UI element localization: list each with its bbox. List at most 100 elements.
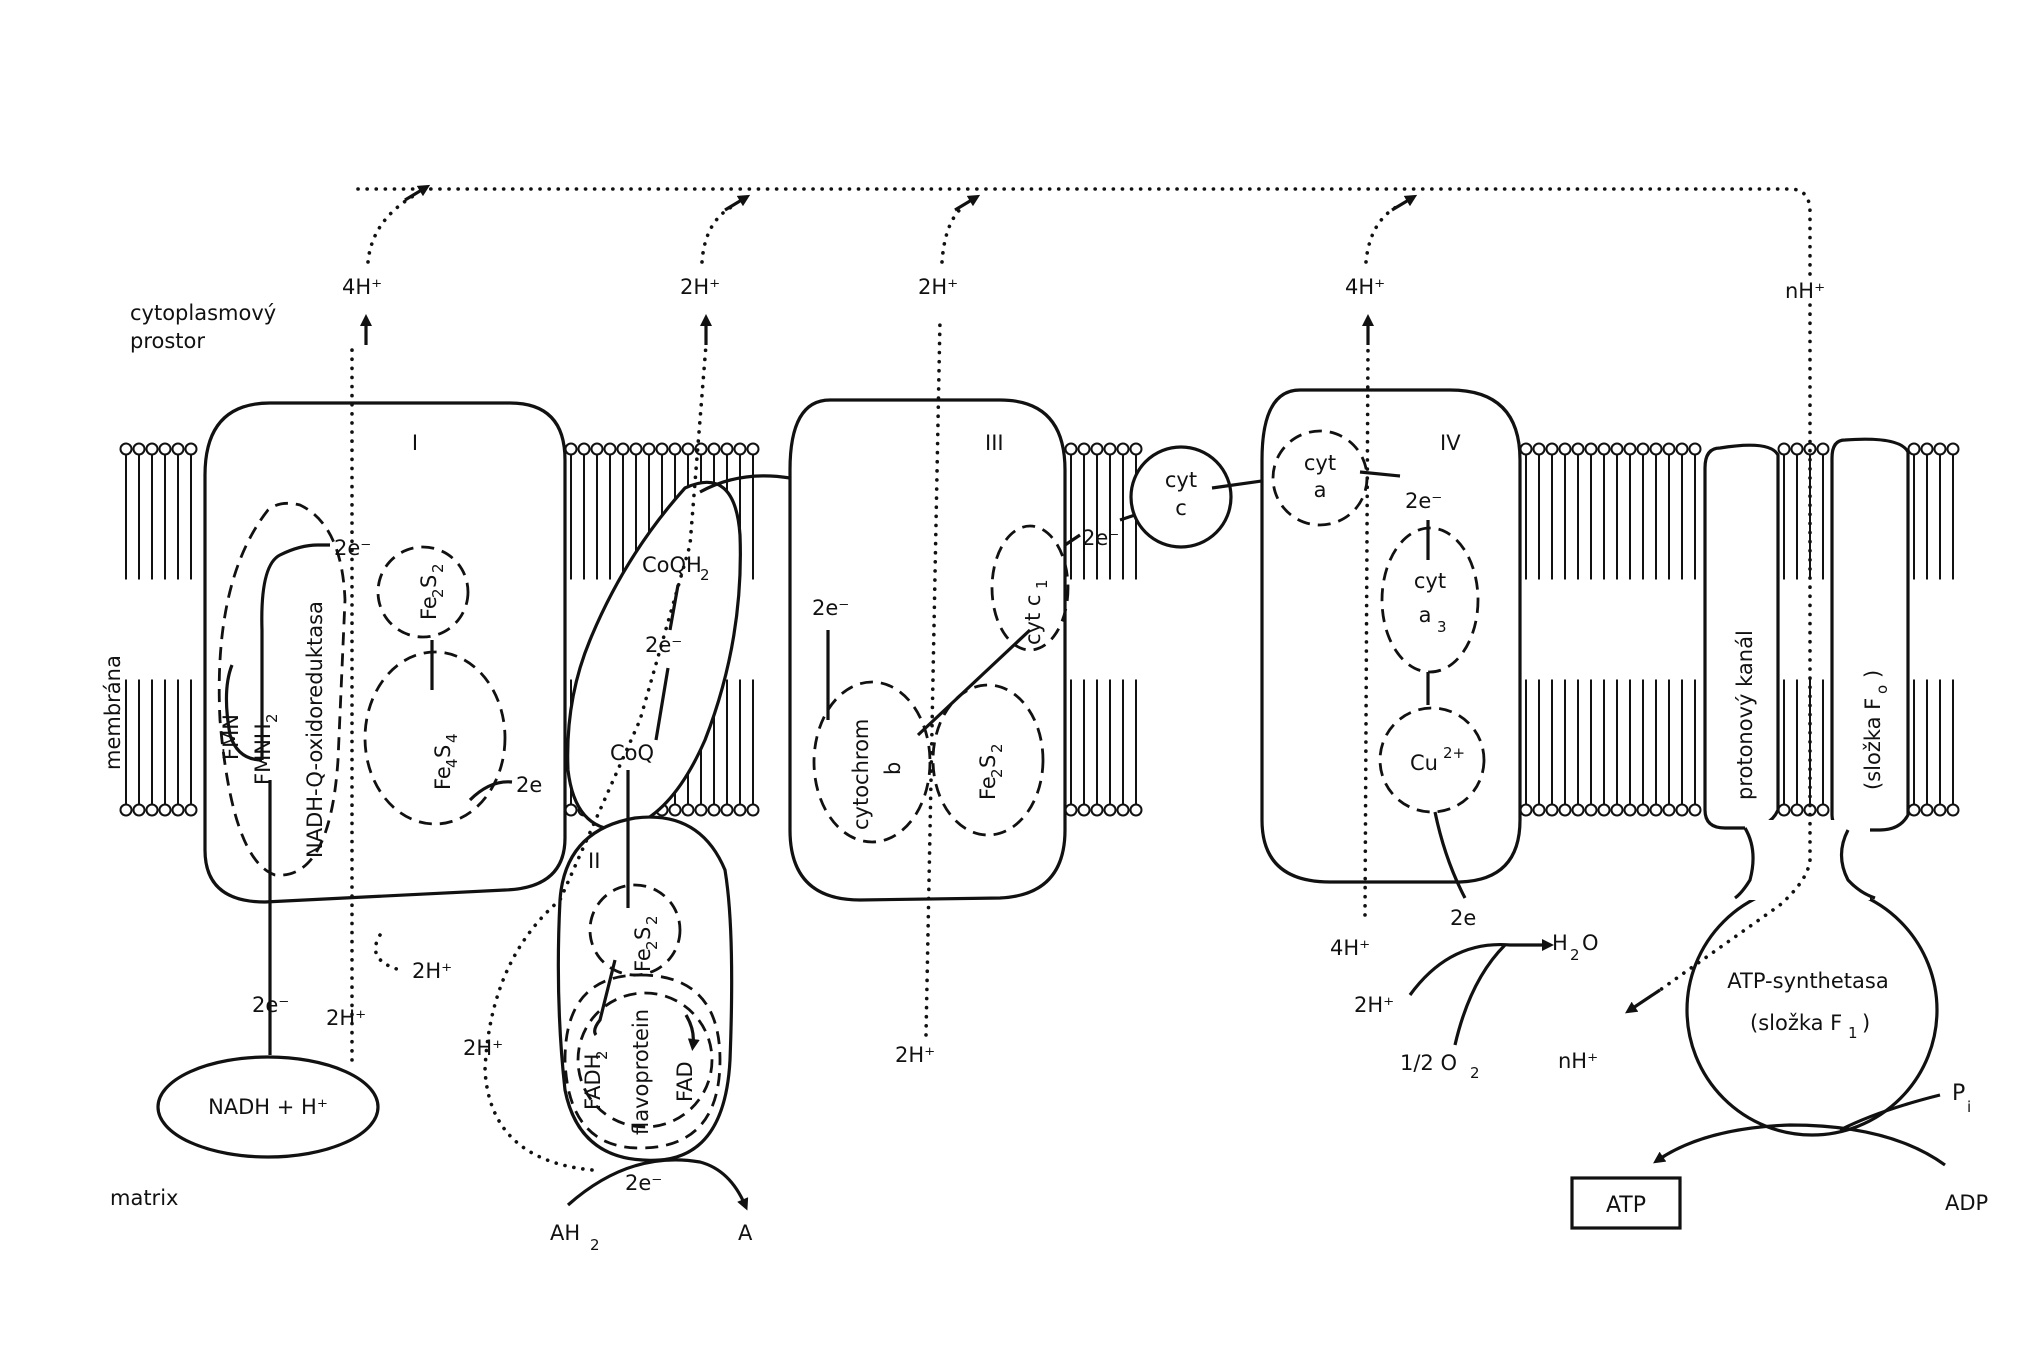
lipid-head [1064,442,1078,456]
lipid-head [145,442,159,456]
lipid-head [1129,442,1143,456]
fe2s2-cluster-i [376,545,470,639]
lipid-head [1532,442,1546,456]
proton-arrow-atp [1625,988,1661,1014]
lipid-head [655,442,669,456]
cyt-a3-line2: a [1419,603,1432,627]
proton-channel-label: protonový kanál [1733,630,1757,800]
lipid-head [1675,803,1689,817]
lipid-head [668,442,682,456]
proton-path-i-top [366,193,417,264]
lipid-head [1519,442,1533,456]
fmn-loop [224,664,263,762]
complex-ii-2e: 2e⁻ [625,1171,662,1195]
lipid-head [668,803,682,817]
lipid-head [603,442,617,456]
lipid-head [1064,803,1078,817]
lipid-head [1610,442,1624,456]
coq-label: CoQ [610,741,654,765]
lipid-head [1103,442,1117,456]
complex-iv: IV cyt a 2e⁻ cyt a 3 Cu 2+ 2e H 2 O 2H⁺ … [1260,388,1599,1082]
lipid-head [681,803,695,817]
lipid-head [1649,803,1663,817]
lipid-head [590,442,604,456]
complex-ii-label: II [588,849,600,873]
region-labels: cytoplasmový prostor membrána matrix [101,301,276,1210]
cytochrome-b-letter: b [881,762,905,775]
lipid-head [1558,442,1572,456]
fad-label: FAD [673,1061,697,1102]
proton-label-iii-bottom: 2H⁺ [895,1043,935,1067]
lipid-head [1090,442,1104,456]
proton-label-iv-top: 4H⁺ [1345,275,1385,299]
cyt-c1-subscript: 1 [1033,579,1051,589]
fe4s4-cluster [363,650,507,826]
oxygen-reaction-arrow [1408,939,1554,996]
f1-stalk-right [1839,829,1876,900]
f1-stalk-left [1734,827,1755,900]
lipid-head [1623,442,1637,456]
half-o2-label: 1/2 O [1400,1051,1457,1075]
h2o-label: H [1552,931,1568,955]
lipid-head [564,803,578,817]
lipid-head [1662,803,1676,817]
atp-synthase: protonový kanál (složka F o ) ATP-synthe… [1570,437,1988,1230]
f1-component-body [1685,883,1939,1137]
fe2s2-label-iii: Fe 2 S 2 [976,743,1006,800]
proton-label-i-bottom-right: 2H⁺ [412,959,452,983]
lipid-head [132,442,146,456]
fe2s2-iii-s: S [976,755,1000,768]
lipid-head [1597,803,1611,817]
fe2s2-label-ii: Fe 2 S 2 [631,915,661,972]
lipid-head [1662,442,1676,456]
fe2s2-i-sub2: 2 [429,563,447,573]
lipid-head [1790,803,1804,817]
lipid-head [1933,803,1947,817]
membrane-label: membrána [101,655,125,770]
lipid-head [1584,803,1598,817]
pi-input-line [1839,1093,1941,1132]
lipid-head [1545,803,1559,817]
complex-i-2e-bottom: 2e [516,773,542,797]
lipid-head [1532,803,1546,817]
proton-labels: 4H⁺ 2H⁺ 2H⁺ 2H⁺ 2H⁺ 2H⁺ 2H⁺ 4H⁺ 4H⁺ nH⁺ … [326,275,1825,1073]
proton-label-iii-top: 2H⁺ [918,275,958,299]
complex-i-body [203,401,567,904]
cyt-c-body [1129,445,1233,549]
fo-text: (složka F [1861,698,1885,790]
lipid-head [158,803,172,817]
lipid-head [694,803,708,817]
fo-component-body [1830,437,1910,832]
a-label: A [738,1221,753,1245]
lipid-head [1777,442,1791,456]
proton-path-iii-top [940,203,967,264]
lipid-head [1920,442,1934,456]
lipid-head [1933,442,1947,456]
fe2s2-label-i: Fe 2 S 2 [417,563,447,620]
lipid-head [1688,442,1702,456]
f1-stalk-mask [1745,820,1870,900]
proton-label-i-top: 4H⁺ [342,275,382,299]
proton-path-iv [1363,343,1370,917]
oxygen-input-curve [1453,943,1507,1046]
lipid-head [1558,803,1572,817]
lipid-head [171,803,185,817]
coqh2-subscript: 2 [700,566,710,584]
lipid-head [1946,803,1960,817]
fe2s2-i-fe: Fe [417,596,441,620]
cu-label: Cu [1410,751,1438,775]
lipid-head [577,442,591,456]
lipid-head [1116,803,1130,817]
fmnh2-subscript: 2 [263,713,281,723]
lipid-head [720,442,734,456]
proton-path-atp [1658,303,1812,992]
fe4s4-sub2: 4 [443,733,461,743]
lipid-head [1077,442,1091,456]
lipid-head [1103,803,1117,817]
cyt-c-line1: cyt [1165,468,1197,492]
half-o2-subscript: 2 [1470,1064,1480,1082]
lipid-head [184,803,198,817]
cytoplasm-label-line2: prostor [130,329,205,353]
